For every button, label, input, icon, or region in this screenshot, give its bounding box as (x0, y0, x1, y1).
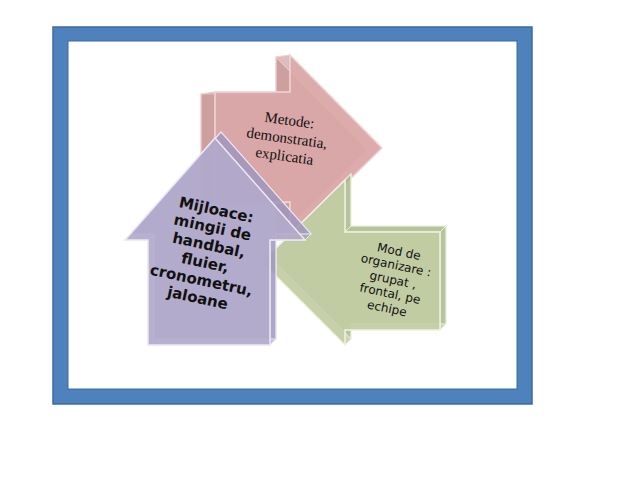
arrow-side (440, 226, 446, 330)
outer-frame (53, 27, 532, 404)
arrow-side (345, 174, 351, 232)
arrow-side (270, 234, 276, 345)
arrow-node: Mijloace: mingii de handbal, fluier, cro… (107, 120, 323, 363)
inner-panel (68, 41, 517, 389)
up-arrow-shape (125, 138, 305, 345)
arrow-side (345, 226, 446, 232)
